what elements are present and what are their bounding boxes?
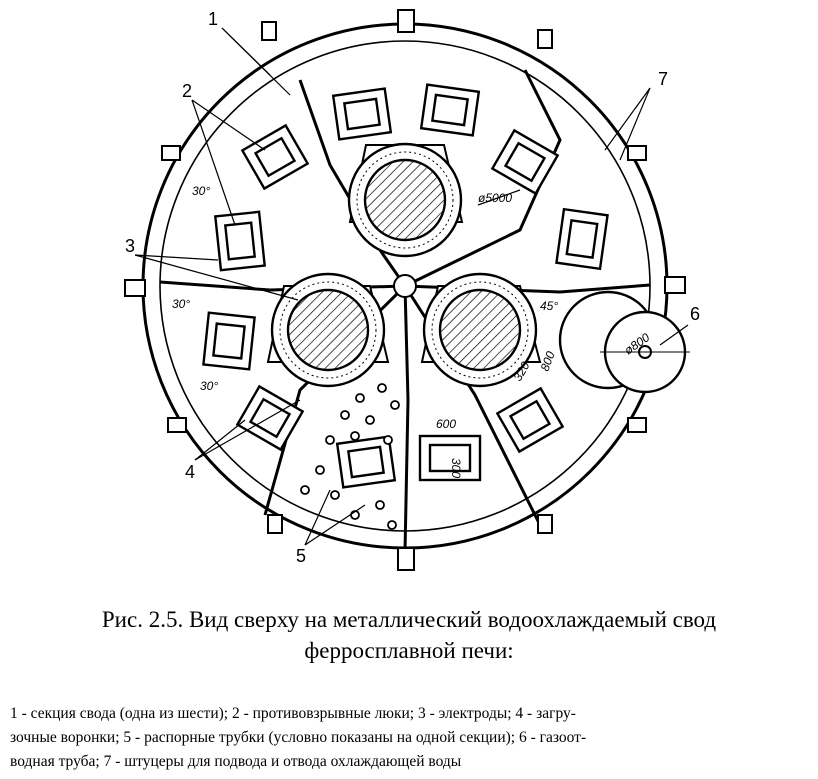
blast-hatches: [202, 83, 609, 489]
hatch-5: [240, 123, 310, 191]
callout-2: 2: [182, 81, 192, 101]
hatch-6: [213, 210, 267, 272]
hatch-3: [490, 128, 560, 196]
electrode-right: [420, 272, 542, 388]
dim-pipe-800: 800: [538, 349, 558, 373]
callout-7: 7: [658, 69, 668, 89]
dim-diameter: ø5000: [478, 191, 512, 205]
electrode-top: [347, 142, 464, 258]
hatch-11: [418, 434, 482, 482]
water-fittings: [124, 9, 686, 571]
callout-3: 3: [125, 236, 135, 256]
figure-caption: Рис. 2.5. Вид сверху на металлический во…: [0, 604, 818, 666]
gas-duct: [558, 290, 690, 394]
dim-hatch-600: 600: [436, 417, 456, 431]
hatch-1: [331, 87, 393, 141]
leader-lines: [134, 27, 689, 546]
hatch-4: [555, 207, 609, 271]
spacer-tubes: [300, 383, 400, 530]
legend-line-1: 1 - секция свода (одна из шести); 2 - пр…: [10, 705, 576, 722]
electrode-left: [266, 272, 390, 388]
caption-line-1: Рис. 2.5. Вид сверху на металлический во…: [101, 607, 717, 632]
hatch-8: [235, 384, 305, 452]
center-hub: [393, 274, 417, 298]
hatch-9: [335, 435, 397, 489]
callout-1: 1: [208, 9, 218, 29]
callout-6: 6: [690, 304, 700, 324]
dim-angle-45: 45°: [540, 299, 558, 313]
legend-line-3: водная труба; 7 - штуцеры для подвода и …: [10, 753, 462, 770]
dim-hatch-300: 300: [449, 458, 463, 478]
hatch-7: [202, 311, 256, 371]
hatch-2: [419, 83, 481, 137]
callout-5: 5: [296, 546, 306, 566]
dim-angle-30-mid: 30°: [172, 297, 190, 311]
hatch-10: [495, 386, 565, 454]
dim-angle-30-low: 30°: [200, 379, 218, 393]
furnace-roof-diagram: 1 2 3 4 5 6 7 ø5000 30° 30° 30° 45° 600 …: [124, 9, 700, 571]
callout-4: 4: [185, 462, 195, 482]
figure-legend: 1 - секция свода (одна из шести); 2 - пр…: [10, 702, 810, 774]
legend-line-2: зочные воронки; 5 - распорные трубки (ус…: [10, 729, 587, 746]
dim-angle-30-top: 30°: [192, 184, 210, 198]
caption-line-2: ферросплавной печи:: [304, 638, 514, 663]
